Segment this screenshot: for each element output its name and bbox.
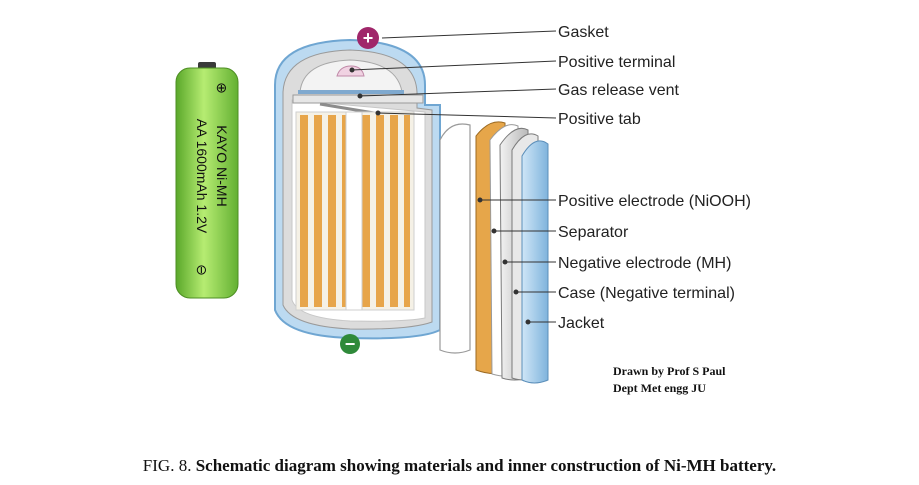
plus-terminal-glyph: +	[363, 28, 374, 48]
separator-sheet-1	[439, 123, 471, 354]
cutaway-cell: + −	[274, 27, 549, 384]
leader-lines	[349, 30, 557, 325]
label-gasket: Gasket	[558, 24, 609, 41]
label-positive-tab: Positive tab	[558, 111, 641, 128]
labels: Gasket Positive terminal Gas release ven…	[558, 24, 751, 332]
label-positive-terminal: Positive terminal	[558, 54, 675, 71]
label-jacket: Jacket	[558, 315, 605, 332]
label-negative-electrode: Negative electrode (MH)	[558, 255, 731, 272]
label-gas-release-vent: Gas release vent	[558, 82, 680, 99]
figure-caption: FIG. 8. Schematic diagram showing materi…	[0, 456, 919, 476]
label-separator: Separator	[558, 224, 629, 241]
plus-terminal-icon	[357, 27, 379, 49]
battery-brand: KAYO Ni-MH	[214, 125, 230, 206]
credit-line-1: Drawn by Prof S Paul	[613, 364, 726, 378]
figure-number: FIG. 8.	[142, 456, 192, 475]
electrode-stack	[295, 111, 415, 311]
label-positive-electrode: Positive electrode (NiOOH)	[558, 193, 751, 210]
minus-terminal-icon	[340, 334, 360, 354]
battery-minus-symbol: ⊖	[194, 264, 210, 276]
credit-line-2: Dept Met engg JU	[613, 381, 706, 395]
aa-battery: ⊕ KAYO Ni-MH AA 1600mAh 1.2V ⊖	[175, 62, 239, 299]
figure-caption-text: Schematic diagram showing materials and …	[195, 456, 777, 475]
label-case: Case (Negative terminal)	[558, 285, 735, 302]
battery-plus-symbol: ⊕	[214, 82, 230, 94]
minus-terminal-glyph: −	[345, 334, 356, 354]
battery-spec: AA 1600mAh 1.2V	[194, 119, 210, 234]
